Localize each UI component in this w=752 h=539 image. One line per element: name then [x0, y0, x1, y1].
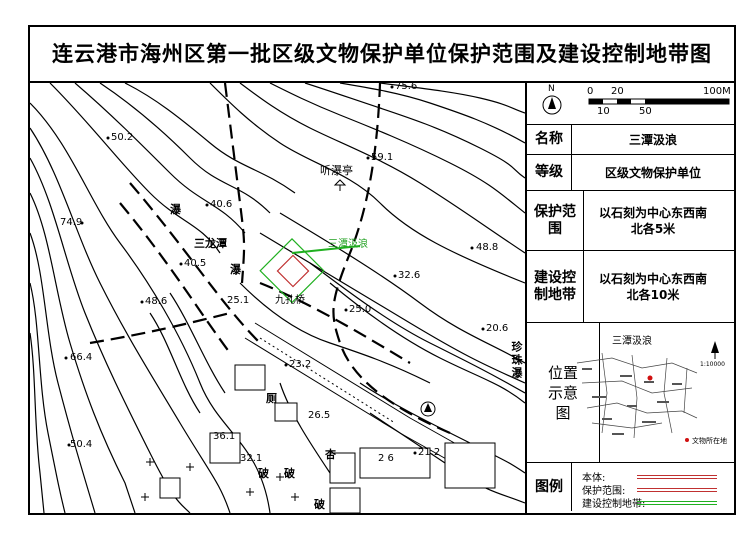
- elevation-label: 40.6: [210, 199, 233, 210]
- inset-scale: 1:10000: [700, 361, 725, 368]
- inset-north-arrow-icon: [711, 341, 719, 359]
- vegetation-symbols: [141, 458, 299, 501]
- protection-row: 保护范围 以石刻为中心东西南北各5米: [527, 191, 734, 251]
- elevation-label: 36.1: [213, 431, 236, 442]
- boundary-lines: [89, 83, 451, 435]
- grade-value: 区级文物保护单位: [604, 165, 701, 180]
- site-location-marker: [647, 375, 653, 381]
- location-label: 位置示意图: [527, 323, 600, 462]
- elevation-label: 40.5: [184, 258, 207, 269]
- control-zone-row: 建设控制地带 以石刻为中心东西南北各10米: [527, 251, 734, 323]
- legend-item-body: 本体:: [582, 473, 606, 484]
- elevation-label: 25.1: [227, 295, 250, 306]
- legend-item-control-zone: 建设控制地带:: [582, 499, 646, 510]
- scale-tick: 10: [597, 106, 610, 117]
- ruin-label: 破: [284, 467, 295, 480]
- elevation-label: 74.9: [60, 217, 83, 228]
- scale-tick: 0: [587, 86, 594, 97]
- elevation-label: 32.6: [398, 270, 421, 281]
- location-row: 位置示意图: [527, 323, 734, 463]
- legend-item-protection: 保护范围:: [582, 486, 626, 497]
- control-zone-value: 以石刻为中心东西南北各10米: [598, 271, 707, 302]
- zhenzhu-waterfall-label: 珍珠瀑: [510, 341, 523, 380]
- inset-title: 三潭汲浪: [612, 336, 652, 347]
- pavilion-label: 听瀑亭: [320, 164, 353, 177]
- elevation-label: 48.8: [476, 242, 499, 253]
- name-label: 名称: [527, 125, 572, 154]
- elevation-label: 59.1: [371, 152, 394, 163]
- elevation-label: 75.6: [395, 83, 418, 92]
- north-arrow-and-scale: [542, 95, 730, 115]
- protection-label: 保护范围: [527, 191, 584, 250]
- heritage-site-label: 三潭汲浪: [328, 239, 368, 250]
- north-label: N: [548, 84, 555, 94]
- scale-tick: 50: [639, 106, 652, 117]
- bridge-label: 九孔桥: [275, 295, 305, 306]
- legend-swatch-control-zone: [637, 501, 717, 505]
- info-panel: N 0 20 100M 10 50 名称 三潭汲浪 等级 区级文物保护单位 保护…: [525, 83, 734, 513]
- name-value: 三潭汲浪: [628, 132, 677, 147]
- waterfall-label: 瀑: [230, 263, 241, 276]
- page-title: 连云港市海州区第一批区级文物保护单位保护范围及建设控制地带图: [28, 25, 736, 83]
- waterfall-label: 瀑: [170, 203, 181, 216]
- elevation-label: 66.4: [70, 352, 93, 363]
- ruin-label: 破: [314, 498, 325, 511]
- heritage-markers: [259, 238, 361, 304]
- map-frame: [28, 25, 736, 515]
- elevation-label: 48.6: [145, 296, 168, 307]
- inset-map-svg: [576, 341, 719, 442]
- contour-lines: [30, 83, 525, 513]
- control-zone-label: 建设控制地带: [527, 251, 584, 322]
- grade-label: 等级: [527, 155, 572, 190]
- contour-map-svg: [30, 83, 525, 513]
- elevation-label: 25.0: [349, 304, 372, 315]
- north-arrow-icon: [542, 95, 562, 115]
- scale-bar-section: N 0 20 100M 10 50: [527, 83, 734, 125]
- elevation-label: 20.6: [486, 323, 509, 334]
- elevation-label: 23.2: [289, 359, 312, 370]
- elevation-label: 32.1: [240, 453, 263, 464]
- scale-tick: 100M: [703, 86, 731, 97]
- apricot-label: 杏: [325, 448, 336, 461]
- elevation-label: 26.5: [308, 410, 331, 421]
- elevation-label: 21.2: [418, 447, 441, 458]
- scale-tick: 20: [611, 86, 624, 97]
- legend-label: 图例: [527, 463, 572, 511]
- location-inset-map: 三潭汲浪 1:10000 文物所在地: [572, 323, 734, 462]
- direction-marker: [420, 401, 436, 417]
- elevation-label: 50.2: [111, 132, 134, 143]
- sanlongtan-label: 三龙潭: [194, 237, 227, 250]
- protection-value: 以石刻为中心东西南北各5米: [598, 205, 707, 236]
- name-row: 名称 三潭汲浪: [527, 125, 734, 155]
- elevation-points: [64, 85, 485, 455]
- toilet-label: 厕: [266, 392, 277, 405]
- misc-label: 2 6: [378, 453, 394, 464]
- buildings: [159, 364, 496, 513]
- legend-swatch-protection: [637, 488, 717, 492]
- inset-legend-text: 文物所在地: [692, 437, 727, 445]
- legend-swatch-body: [637, 475, 717, 479]
- topographic-map: 75.6 50.2 59.1 74.9 40.6 48.8 40.5 32.6 …: [30, 83, 525, 513]
- grade-row: 等级 区级文物保护单位: [527, 155, 734, 191]
- pavilion-symbol: [333, 179, 347, 191]
- legend-dot-icon: [685, 438, 689, 442]
- ruin-label: 破: [258, 467, 269, 480]
- elevation-label: 50.4: [70, 439, 93, 450]
- legend-row: 图例 本体: 保护范围: 建设控制地带:: [527, 463, 734, 511]
